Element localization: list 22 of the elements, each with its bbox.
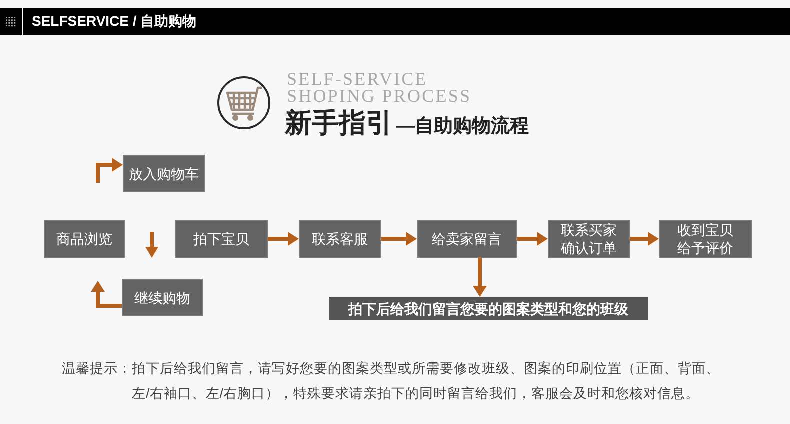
arrow bbox=[91, 281, 122, 308]
process-box: 放入购物车 bbox=[123, 155, 205, 192]
process-box: 继续购物 bbox=[122, 279, 203, 316]
arrow bbox=[96, 158, 123, 183]
heading-text: —自助购物流程 bbox=[396, 114, 529, 139]
arrow bbox=[268, 232, 299, 246]
instruction-box: 拍下后给我们留言您要的图案类型和您的班级 bbox=[329, 297, 648, 320]
arrow bbox=[381, 232, 417, 246]
arrow bbox=[517, 232, 548, 246]
process-box: 给卖家留言 bbox=[417, 220, 517, 258]
page-title: SELFSERVICE / 自助购物 bbox=[32, 12, 197, 31]
process-box: 联系买家确认订单 bbox=[548, 220, 630, 258]
heading-text: 新手指引 bbox=[285, 107, 393, 139]
process-box: 联系客服 bbox=[299, 220, 381, 258]
note-text: 拍下后给我们留言，请写好您要的图案类型或所需要修改班级、图案的印刷位置（正面、背面、左/右袖口、左/右胸口），特殊要求请亲拍下的同时留言给我们，客服会及时和您核对信息。 bbox=[132, 360, 721, 403]
process-box: 拍下宝贝 bbox=[175, 220, 268, 258]
arrow bbox=[473, 258, 487, 297]
note-label: 温馨提示： bbox=[62, 360, 132, 378]
process-box: 商品浏览 bbox=[44, 220, 125, 258]
process-box: 收到宝贝给予评价 bbox=[659, 220, 752, 258]
subtitle-text: SELF-SERVICE SHOPING PROCESS bbox=[287, 71, 473, 105]
arrow bbox=[630, 232, 659, 246]
